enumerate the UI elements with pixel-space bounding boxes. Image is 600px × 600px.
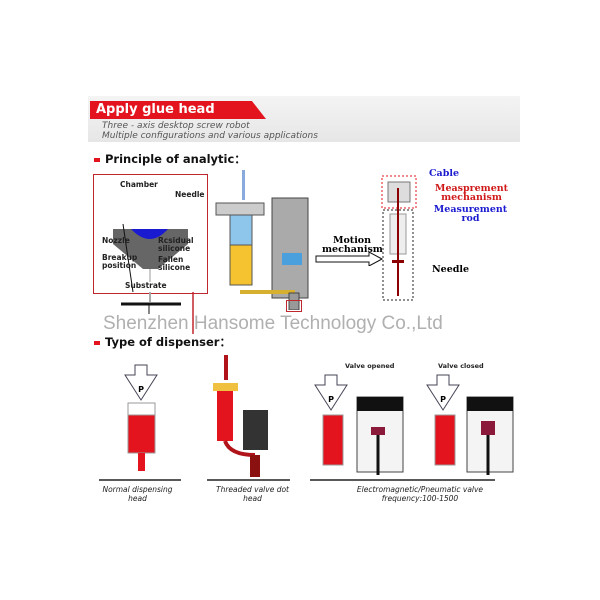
nozzle-highlight bbox=[286, 300, 302, 312]
motion-label: Motion mechanism bbox=[322, 235, 383, 255]
label-substrate: Substrate bbox=[125, 281, 167, 290]
label-measurement-rod: Measurement rod bbox=[433, 204, 508, 224]
label-nozzle: Nozzle bbox=[102, 236, 130, 245]
label-chamber: Chamber bbox=[120, 180, 158, 189]
dispenser-heading: Type of dispenser： bbox=[94, 334, 231, 350]
principle-heading: Principle of analytic： bbox=[94, 151, 246, 167]
label-needle: Needle bbox=[175, 190, 205, 199]
label-residual: Rcsidual silicone bbox=[158, 236, 194, 253]
label-cable: Cable bbox=[429, 168, 460, 179]
p-label: P bbox=[440, 395, 446, 404]
label-fallen: Fallen silicone bbox=[158, 255, 191, 272]
threaded-valve-head bbox=[207, 355, 290, 481]
p-label: P bbox=[328, 395, 334, 404]
label-breakup: Breakup position bbox=[102, 253, 138, 270]
watermark: Shenzhen Hansome Technology Co.,Ltd bbox=[103, 313, 443, 334]
subtitle-2: Multiple configurations and various appl… bbox=[102, 131, 318, 141]
needle-mechanism-diagram bbox=[381, 175, 417, 301]
title-tag: Apply glue head bbox=[90, 101, 266, 119]
dispenser-diagrams: P P P bbox=[99, 355, 514, 481]
subtitle-1: Three - axis desktop screw robot bbox=[102, 121, 250, 131]
label-needle-right: Needle bbox=[432, 264, 470, 275]
label-valve-closed: Valve closed bbox=[438, 362, 484, 370]
nozzle-diagram bbox=[113, 223, 194, 334]
caption-electromagnetic: Electromagnetic/Pneumatic valve frequenc… bbox=[356, 485, 484, 503]
valve-cross-section bbox=[215, 170, 309, 310]
label-measurement-mechanism: Measprement mechanism bbox=[434, 183, 509, 203]
label-valve-opened: Valve opened bbox=[345, 362, 395, 370]
caption-normal: Normal dispensing head bbox=[102, 485, 173, 503]
valve-closed bbox=[426, 374, 514, 475]
p-label: P bbox=[138, 385, 144, 394]
normal-dispensing-head bbox=[99, 364, 181, 481]
caption-threaded: Threaded valve dot head bbox=[216, 485, 289, 503]
arrow-right-icon bbox=[315, 252, 384, 266]
valve-opened bbox=[310, 374, 495, 481]
